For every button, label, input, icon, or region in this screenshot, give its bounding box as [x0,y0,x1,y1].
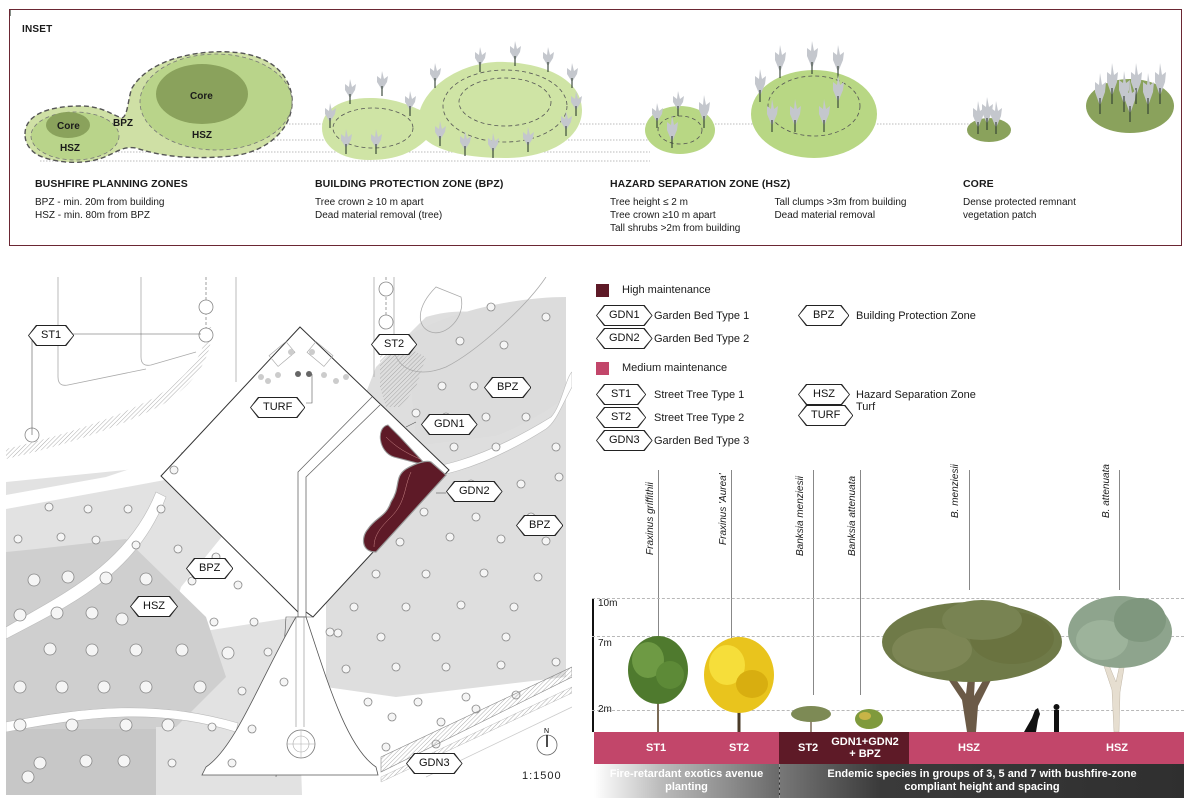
medium-maintenance-label: Medium maintenance [622,362,728,374]
footer-avenue: Fire-retardant exotics avenue planting [594,764,779,798]
hsz-blob [645,70,877,158]
height-7m: 7m [598,638,612,649]
zone-heading: HAZARD SEPARATION ZONE (HSZ) [610,178,791,190]
band-label-gdn: GDN1+GDN2 + BPZ [831,736,899,760]
inset-panel: INSET [9,9,1182,246]
footer-endemic: Endemic species in groups of 3, 5 and 7 … [779,764,1184,798]
high-maintenance-label: High maintenance [622,284,711,296]
tag-st1[interactable]: ST1 [28,325,74,346]
site-plan-drawing: N [6,277,572,795]
band-label-hsz-b: HSZ [1106,742,1128,754]
legend-item-hsz: HSZ Hazard Separation Zone [798,384,976,405]
zone-core: CORE Dense protected remnant vegetation … [963,178,1076,221]
zone-heading: CORE [963,178,994,190]
north-arrow-icon: N [536,728,558,756]
band-label-st2-a: ST2 [729,742,750,754]
band-label-st1: ST1 [646,742,667,754]
tag-turf[interactable]: TURF [250,397,305,418]
height-2m: 2m [598,704,612,715]
core-small-label: Core [57,121,80,132]
tree-banksia-attenuata [855,709,883,729]
height-axis [592,598,594,732]
band-medium-endemic [909,732,1184,764]
inset-title: INSET [22,24,53,35]
bpz-label: BPZ [113,118,133,129]
tree-fraxinus-aurea [704,637,774,732]
hsz-large-label: HSZ [192,130,212,141]
tag-bpz-e[interactable]: BPZ [516,515,563,536]
hsz-small-label: HSZ [60,143,80,154]
legend-item-gdn2: GDN2 Garden Bed Type 2 [596,328,749,349]
tree-fraxinus-griffithii [628,636,688,732]
band-high [779,732,909,764]
inset-zone-diagram: Core Core HSZ HSZ BPZ [10,10,1174,163]
scale-label: 1:1500 [522,770,562,782]
bpz-blob [322,61,582,160]
legend-item-st2: ST2 Street Tree Type 2 [596,407,744,428]
band-medium-avenue [594,732,779,764]
legend-item-turf: TURF Turf [798,401,875,426]
tag-bpz-w[interactable]: BPZ [186,558,233,579]
height-10m: 10m [598,598,618,609]
planning-zones-blob [24,51,293,163]
legend: High maintenance GDN1 Garden Bed Type 1 … [596,282,1016,452]
tag-st2[interactable]: ST2 [371,334,417,355]
section-trees [628,596,1172,732]
band-label-hsz-a: HSZ [958,742,980,754]
high-maintenance-swatch [596,284,609,297]
tag-gdn2[interactable]: GDN2 [446,481,503,502]
legend-item-gdn1: GDN1 Garden Bed Type 1 [596,305,749,326]
scale-figures [1024,704,1060,732]
core-blob [967,79,1174,142]
tag-gdn3[interactable]: GDN3 [406,753,463,774]
core-large-label: Core [190,91,213,102]
zone-bpz: BUILDING PROTECTION ZONE (BPZ) Tree crow… [315,178,504,221]
legend-item-bpz: BPZ Building Protection Zone [798,305,976,326]
legend-item-gdn3: GDN3 Garden Bed Type 3 [596,430,749,451]
tree-b-menziesii-large [882,600,1062,732]
zone-bushfire-planning: BUSHFIRE PLANNING ZONES BPZ - min. 20m f… [35,178,188,221]
planting-section: Fraxinus griffithii Fraxinus 'Aurea' Ban… [592,464,1184,800]
zone-heading: BUILDING PROTECTION ZONE (BPZ) [315,178,504,190]
svg-text:N: N [544,728,549,735]
tag-bpz-ne[interactable]: BPZ [484,377,531,398]
zone-hsz: HAZARD SEPARATION ZONE (HSZ) Tree height… [610,178,907,234]
legend-item-st1: ST1 Street Tree Type 1 [596,384,744,405]
tag-gdn1[interactable]: GDN1 [421,414,478,435]
zone-heading: BUSHFIRE PLANNING ZONES [35,178,188,190]
tree-b-attenuata-large [1068,596,1172,732]
site-plan: N ST1 ST2 TURF GDN1 GDN2 BPZ BPZ BPZ HSZ… [6,277,572,795]
tag-hsz[interactable]: HSZ [130,596,178,617]
tree-banksia-menziesii [791,706,831,732]
band-label-st2-b: ST2 [798,742,819,754]
medium-maintenance-swatch [596,362,609,375]
